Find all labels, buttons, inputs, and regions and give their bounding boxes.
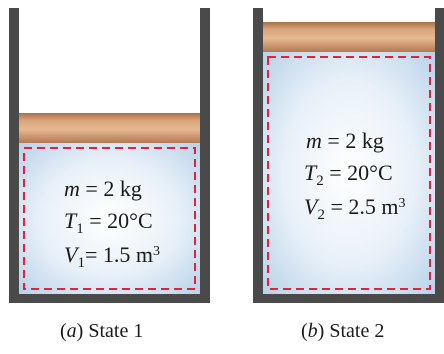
state2-volume-label: V2 = 2.5 m3 <box>304 194 406 223</box>
caption-letter: b <box>307 320 318 342</box>
volume-symbol: V <box>304 194 318 219</box>
cylinder-left-wall <box>9 8 19 302</box>
mass-value: 2 kg <box>345 128 384 153</box>
system-boundary <box>267 56 431 290</box>
state1-temperature-label: T1 = 20°C <box>64 208 153 237</box>
volume-subscript: 2 <box>317 207 325 223</box>
mass-value: 2 kg <box>103 176 142 201</box>
mass-symbol: m <box>64 176 80 201</box>
volume-subscript: 1 <box>77 255 85 271</box>
volume-value: 1.5 m <box>102 242 153 267</box>
piston <box>263 22 435 52</box>
cylinder-bottom <box>9 294 210 303</box>
caption-letter: a <box>66 320 77 342</box>
cylinder-right-wall <box>200 8 210 302</box>
gas-region <box>19 143 200 294</box>
temperature-subscript: 1 <box>76 221 84 237</box>
temperature-value: 20°C <box>107 208 153 233</box>
caption-state-1: (a) State 1 <box>60 320 144 342</box>
state1-mass-label: m = 2 kg <box>64 176 142 201</box>
volume-symbol: V <box>64 242 78 267</box>
cylinder-state-2 <box>253 8 444 303</box>
mass-symbol: m <box>306 128 322 153</box>
temperature-value: 20°C <box>347 160 393 185</box>
system-boundary <box>23 147 196 290</box>
temperature-subscript: 2 <box>316 173 324 189</box>
piston <box>19 113 200 143</box>
state1-volume-label: V1= 1.5 m3 <box>64 242 160 271</box>
cylinder-bottom <box>253 294 444 303</box>
volume-exponent: 3 <box>398 196 406 211</box>
state2-temperature-label: T2 = 20°C <box>304 160 393 189</box>
volume-exponent: 3 <box>153 244 160 259</box>
cylinder-left-wall <box>253 8 263 302</box>
state2-mass-label: m = 2 kg <box>306 128 384 153</box>
caption-text: State 2 <box>329 320 385 342</box>
caption-state-2: (b) State 2 <box>301 320 385 342</box>
temperature-symbol: T <box>304 160 317 185</box>
cylinder-state-1 <box>9 8 210 303</box>
cylinder-right-wall <box>435 8 444 302</box>
volume-value: 2.5 m <box>348 194 399 219</box>
caption-text: State 1 <box>88 320 144 342</box>
temperature-symbol: T <box>64 208 77 233</box>
gas-region <box>263 52 435 294</box>
